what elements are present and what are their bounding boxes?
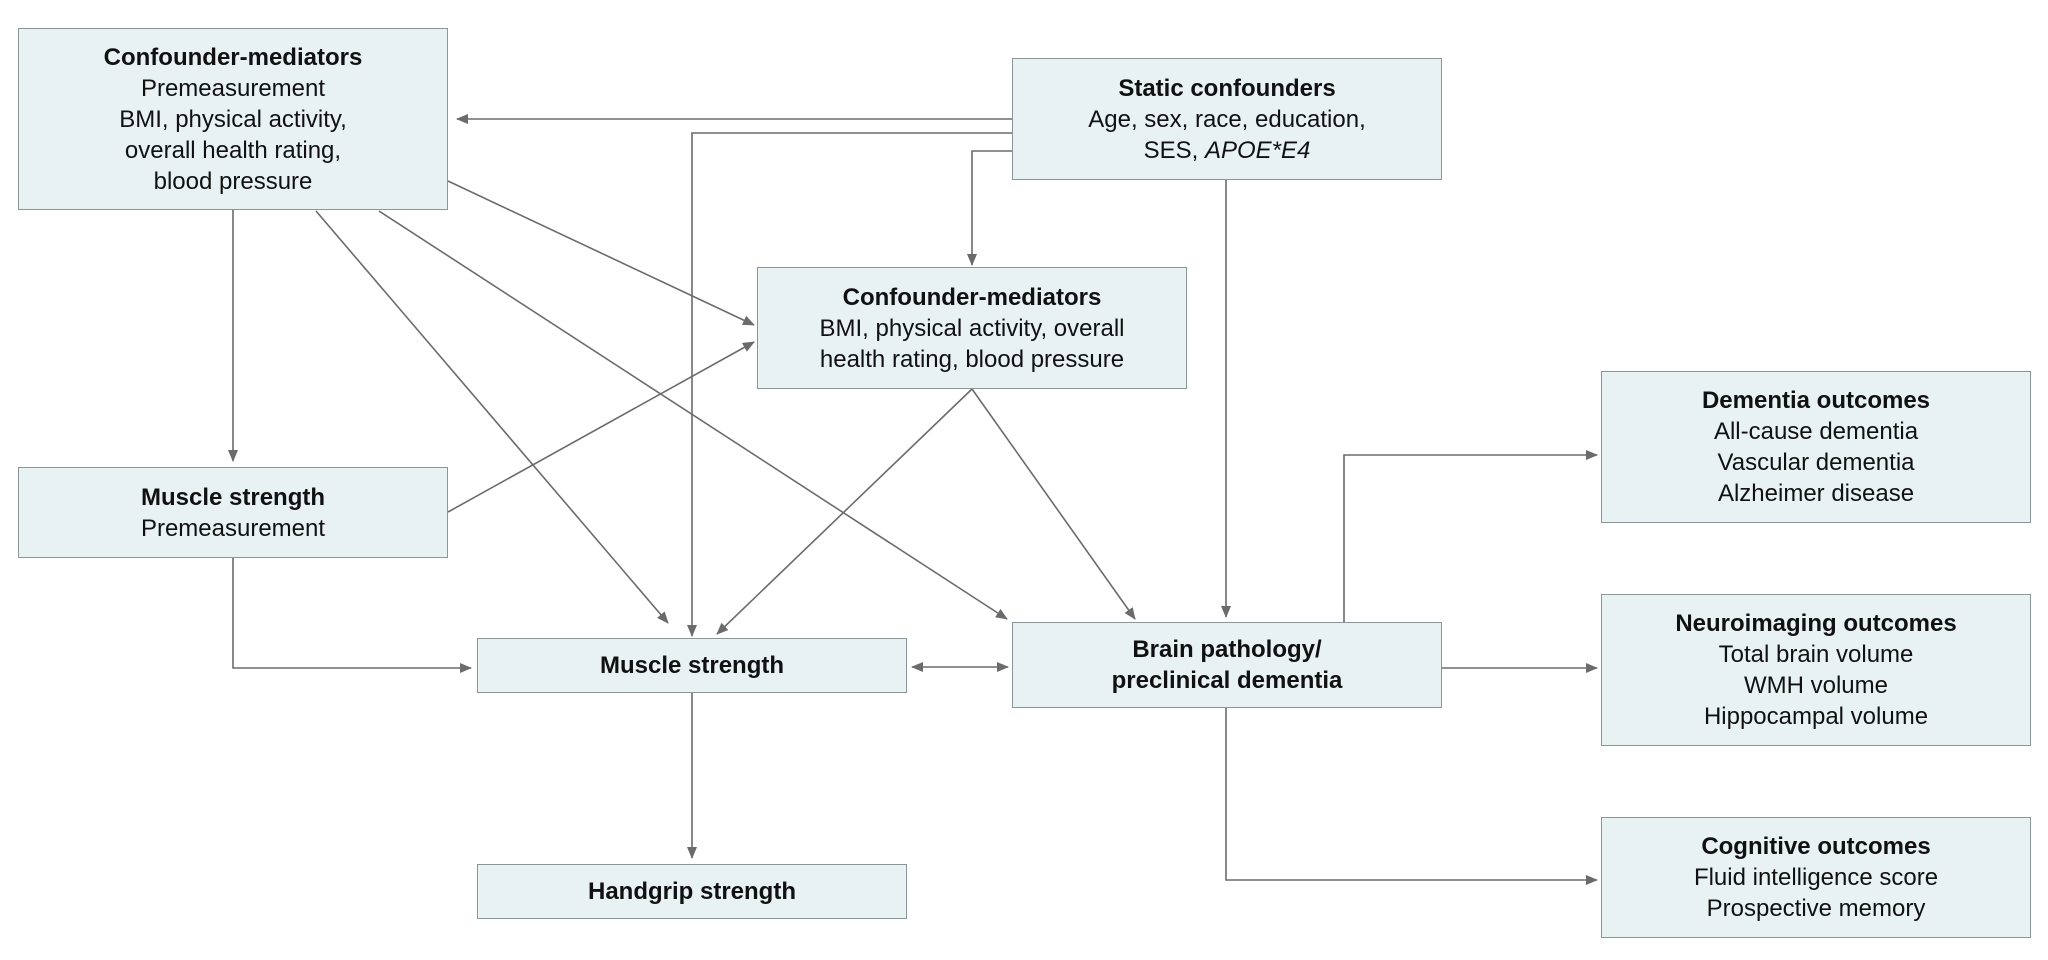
node-confounders-mediators: Confounder-mediators BMI, physical activ…	[757, 267, 1187, 389]
node-line: Alzheimer disease	[1717, 480, 1915, 507]
node-line: Premeasurement	[140, 514, 326, 542]
node-line-prefix: SES,	[1143, 136, 1205, 164]
edge-brain-to-cognitive	[1225, 708, 1598, 885]
edge-confpre-to-brain	[378, 210, 1008, 620]
node-title: Muscle strength	[140, 483, 326, 511]
node-title: preclinical dementia	[1111, 667, 1343, 694]
node-line: blood pressure	[153, 167, 313, 195]
edge-static-to-confounders-mid	[967, 150, 1012, 266]
node-static-confounders: Static confounders Age, sex, race, educa…	[1012, 58, 1442, 180]
node-muscle-strength-premeasurement: Muscle strength Premeasurement	[18, 467, 448, 558]
node-line-gene: APOE*E4	[1204, 136, 1311, 164]
node-line: Premeasurement	[140, 74, 326, 102]
edge-brain-to-dementia	[1343, 450, 1598, 622]
node-title: Static confounders	[1118, 74, 1336, 102]
node-line: Total brain volume	[1718, 641, 1914, 668]
node-muscle-strength: Muscle strength	[477, 638, 907, 693]
node-dementia-outcomes: Dementia outcomes All-cause dementia Vas…	[1601, 371, 2031, 523]
node-title: Confounder-mediators	[842, 283, 1102, 311]
node-brain-pathology: Brain pathology/ preclinical dementia	[1012, 622, 1442, 708]
node-line: Prospective memory	[1706, 895, 1926, 922]
edge-confmid-to-muscle	[716, 388, 973, 635]
node-title: Muscle strength	[599, 652, 785, 679]
node-title: Cognitive outcomes	[1701, 833, 1931, 860]
edge-confpre-to-confmid	[447, 180, 755, 326]
edge-confmid-to-brain	[971, 388, 1136, 620]
node-neuroimaging-outcomes: Neuroimaging outcomes Total brain volume…	[1601, 594, 2031, 746]
node-line: All-cause dementia	[1713, 418, 1919, 445]
node-line: Fluid intelligence score	[1693, 864, 1939, 891]
node-line: overall health rating,	[124, 136, 342, 164]
node-confounders-premeasurement: Confounder-mediators Premeasurement BMI,…	[18, 28, 448, 210]
node-title: Brain pathology/	[1132, 636, 1322, 663]
node-cognitive-outcomes: Cognitive outcomes Fluid intelligence sc…	[1601, 817, 2031, 938]
edge-musclepre-to-confmid	[447, 341, 755, 513]
node-title: Handgrip strength	[588, 878, 796, 905]
node-line: Age, sex, race, education,	[1088, 105, 1366, 133]
node-line: Vascular dementia	[1717, 449, 1915, 476]
node-title: Neuroimaging outcomes	[1675, 610, 1957, 637]
edge-static-to-muscle	[687, 132, 1012, 637]
edge-confpre-to-muscle	[315, 210, 669, 624]
edge-musclepre-to-muscle	[232, 558, 472, 673]
node-handgrip-strength: Handgrip strength	[477, 864, 907, 919]
node-line: WMH volume	[1743, 672, 1888, 699]
node-line: BMI, physical activity, overall	[819, 314, 1125, 342]
node-line: SES, APOE*E4	[1144, 135, 1311, 166]
node-line: Hippocampal volume	[1703, 703, 1929, 730]
node-line: BMI, physical activity,	[119, 105, 347, 133]
node-title: Confounder-mediators	[103, 43, 363, 71]
node-title: Dementia outcomes	[1701, 387, 1931, 414]
node-line: health rating, blood pressure	[819, 345, 1125, 373]
